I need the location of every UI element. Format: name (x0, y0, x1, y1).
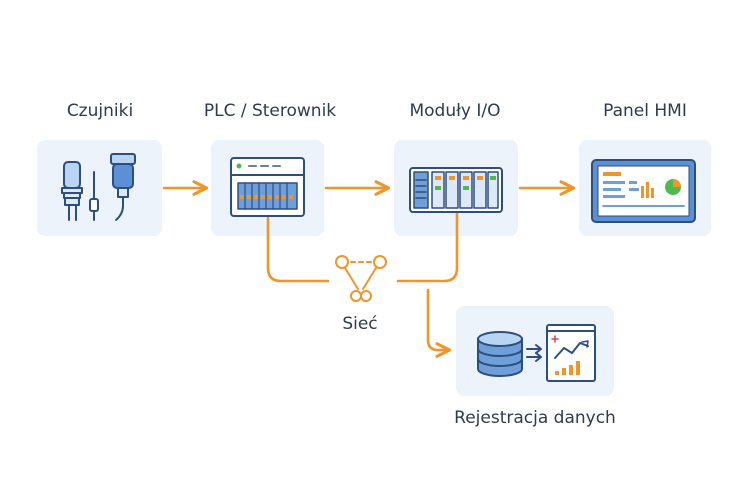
sensors-label: Czujniki (66, 101, 134, 121)
line-plc-to-network (266, 216, 330, 283)
sensor-probes-icon (61, 153, 136, 221)
logging-label: Rejestracja danych (454, 408, 616, 428)
sensors-card (37, 140, 162, 236)
io-modules-icon (409, 167, 503, 213)
network-switch-icon (335, 255, 387, 302)
line-io-to-network (396, 210, 459, 283)
plc-controller-icon (230, 157, 305, 217)
io-label: Moduły I/O (409, 101, 501, 121)
plc-label: PLC / Sterownik (203, 101, 337, 121)
arrow-network-to-logging (426, 288, 452, 358)
network-label: Sieć (342, 314, 378, 334)
database-chart-icon (477, 324, 596, 382)
hmi-screen-icon (591, 159, 696, 223)
hmi-label: Panel HMI (603, 101, 687, 121)
